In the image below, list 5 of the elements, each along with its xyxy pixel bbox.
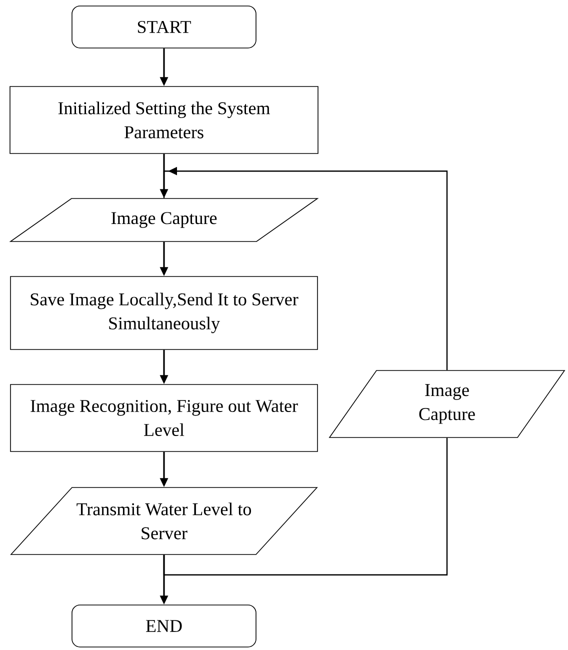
process-box: Save Image Locally,Send It to Server Simultaneously xyxy=(10,276,318,350)
end-terminal: END xyxy=(72,604,256,648)
process-box: Image Recognition, Figure out Water Level xyxy=(10,384,318,452)
process-box: Initialized Setting the System Parameters xyxy=(10,86,318,154)
start-terminal: START xyxy=(72,6,256,48)
